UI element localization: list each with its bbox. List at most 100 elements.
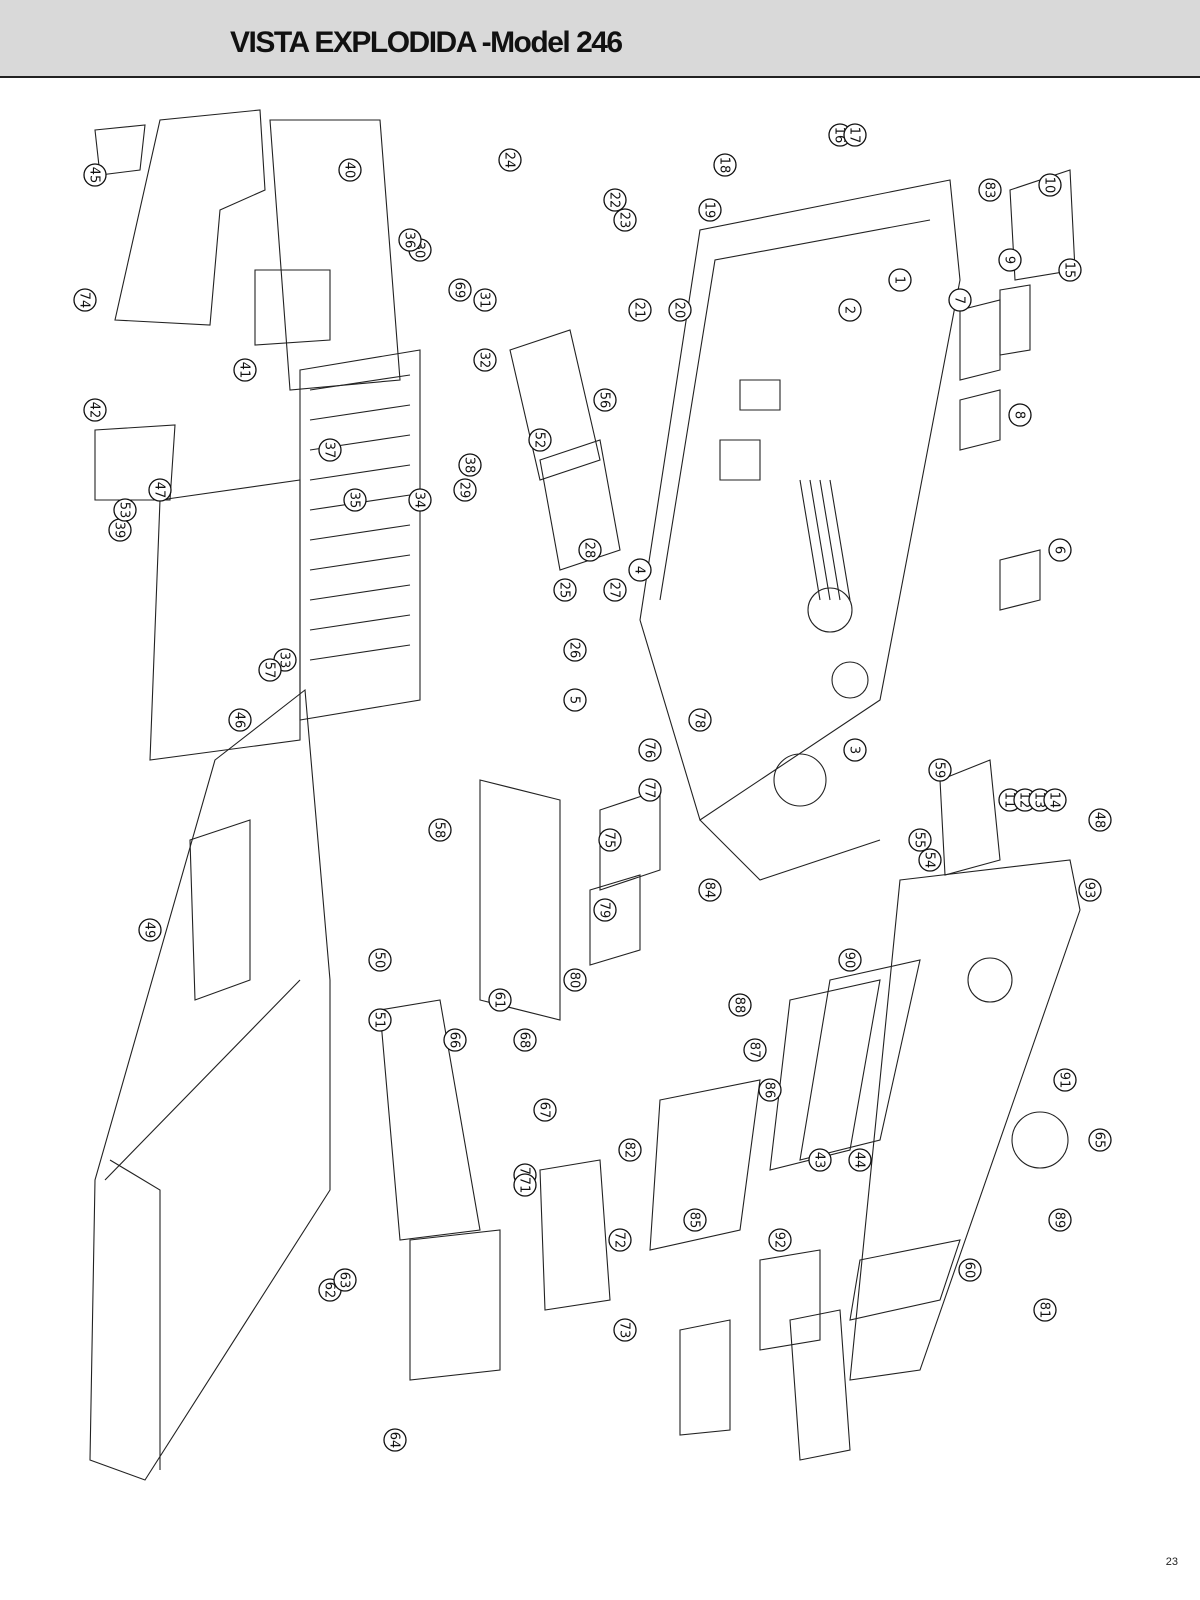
svg-text:39: 39 xyxy=(112,522,127,539)
callout-93: 93 xyxy=(1078,878,1102,902)
svg-text:75: 75 xyxy=(602,832,617,849)
svg-text:55: 55 xyxy=(912,832,927,849)
svg-text:46: 46 xyxy=(232,712,247,729)
svg-text:67: 67 xyxy=(537,1102,552,1119)
svg-text:74: 74 xyxy=(77,292,92,309)
svg-text:92: 92 xyxy=(772,1232,787,1249)
svg-text:16: 16 xyxy=(832,127,847,144)
svg-text:9: 9 xyxy=(1002,256,1017,264)
callout-10: 10 xyxy=(1038,173,1062,197)
callout-74: 74 xyxy=(73,288,97,312)
callout-75: 75 xyxy=(598,828,622,852)
callout-41: 41 xyxy=(233,358,257,382)
callout-53: 53 xyxy=(113,498,137,522)
callout-32: 32 xyxy=(473,348,497,372)
svg-text:7: 7 xyxy=(952,296,967,304)
svg-text:36: 36 xyxy=(402,232,417,249)
callout-47: 47 xyxy=(148,478,172,502)
callout-56: 56 xyxy=(593,388,617,412)
callout-40: 40 xyxy=(338,158,362,182)
callout-20: 20 xyxy=(668,298,692,322)
header-band: VISTA EXPLODIDA -Model 246 xyxy=(0,0,1200,78)
svg-text:57: 57 xyxy=(262,662,277,679)
svg-text:5: 5 xyxy=(567,696,582,704)
svg-text:31: 31 xyxy=(477,292,492,309)
svg-text:6: 6 xyxy=(1052,546,1067,554)
callout-31: 31 xyxy=(473,288,497,312)
svg-text:84: 84 xyxy=(702,882,717,899)
callout-44: 44 xyxy=(848,1148,872,1172)
svg-text:17: 17 xyxy=(847,127,862,144)
callout-66: 66 xyxy=(443,1028,467,1052)
callout-61: 61 xyxy=(488,988,512,1012)
svg-text:3: 3 xyxy=(847,746,862,754)
svg-text:37: 37 xyxy=(322,442,337,459)
svg-text:8: 8 xyxy=(1012,411,1027,419)
svg-text:76: 76 xyxy=(642,742,657,759)
svg-text:13: 13 xyxy=(1032,792,1047,809)
svg-text:68: 68 xyxy=(517,1032,532,1049)
callout-86: 86 xyxy=(758,1078,782,1102)
callout-67: 67 xyxy=(533,1098,557,1122)
svg-text:54: 54 xyxy=(922,852,937,869)
callout-37: 37 xyxy=(318,438,342,462)
svg-text:91: 91 xyxy=(1057,1072,1072,1089)
svg-text:40: 40 xyxy=(342,162,357,179)
callout-48: 48 xyxy=(1088,808,1112,832)
svg-text:35: 35 xyxy=(347,492,362,509)
svg-text:43: 43 xyxy=(812,1152,827,1169)
svg-text:56: 56 xyxy=(597,392,612,409)
callout-24: 24 xyxy=(498,148,522,172)
svg-text:66: 66 xyxy=(447,1032,462,1049)
svg-text:83: 83 xyxy=(982,182,997,199)
svg-text:27: 27 xyxy=(607,582,622,599)
heatsink-drawing xyxy=(149,349,421,761)
callout-89: 89 xyxy=(1048,1208,1072,1232)
callout-36: 36 xyxy=(398,228,422,252)
callout-55: 55 xyxy=(908,828,932,852)
svg-text:32: 32 xyxy=(477,352,492,369)
callout-43: 43 xyxy=(808,1148,832,1172)
callout-6: 6 xyxy=(1048,538,1072,562)
svg-text:79: 79 xyxy=(597,902,612,919)
svg-text:64: 64 xyxy=(387,1432,402,1449)
lower-mechanisms-drawing xyxy=(379,329,851,1461)
svg-text:53: 53 xyxy=(117,502,132,519)
callout-79: 79 xyxy=(593,898,617,922)
svg-text:4: 4 xyxy=(632,566,647,574)
callout-64: 64 xyxy=(383,1428,407,1452)
callout-19: 19 xyxy=(698,198,722,222)
svg-text:82: 82 xyxy=(622,1142,637,1159)
svg-text:47: 47 xyxy=(152,482,167,499)
svg-text:71: 71 xyxy=(517,1177,532,1194)
svg-text:22: 22 xyxy=(607,192,622,209)
callout-59: 59 xyxy=(928,758,952,782)
callout-68: 68 xyxy=(513,1028,537,1052)
svg-text:33: 33 xyxy=(277,652,292,669)
callout-17: 17 xyxy=(843,123,867,147)
svg-text:28: 28 xyxy=(582,542,597,559)
callout-9: 9 xyxy=(998,248,1022,272)
callout-91: 91 xyxy=(1053,1068,1077,1092)
callout-18: 18 xyxy=(713,153,737,177)
svg-text:12: 12 xyxy=(1017,792,1032,809)
svg-text:59: 59 xyxy=(932,762,947,779)
svg-text:15: 15 xyxy=(1062,262,1077,279)
svg-text:29: 29 xyxy=(457,482,472,499)
svg-text:51: 51 xyxy=(372,1012,387,1029)
callout-77: 77 xyxy=(638,778,662,802)
svg-text:73: 73 xyxy=(617,1322,632,1339)
svg-text:10: 10 xyxy=(1042,177,1057,194)
diagram-linework xyxy=(89,109,1081,1481)
svg-text:93: 93 xyxy=(1082,882,1097,899)
callout-34: 34 xyxy=(408,488,432,512)
svg-text:86: 86 xyxy=(762,1082,777,1099)
svg-text:80: 80 xyxy=(567,972,582,989)
right-boards-drawing xyxy=(939,169,1076,876)
svg-text:24: 24 xyxy=(502,152,517,169)
svg-text:52: 52 xyxy=(532,432,547,449)
svg-text:11: 11 xyxy=(1002,792,1017,809)
callout-88: 88 xyxy=(728,993,752,1017)
callout-85: 85 xyxy=(683,1208,707,1232)
svg-text:78: 78 xyxy=(692,712,707,729)
